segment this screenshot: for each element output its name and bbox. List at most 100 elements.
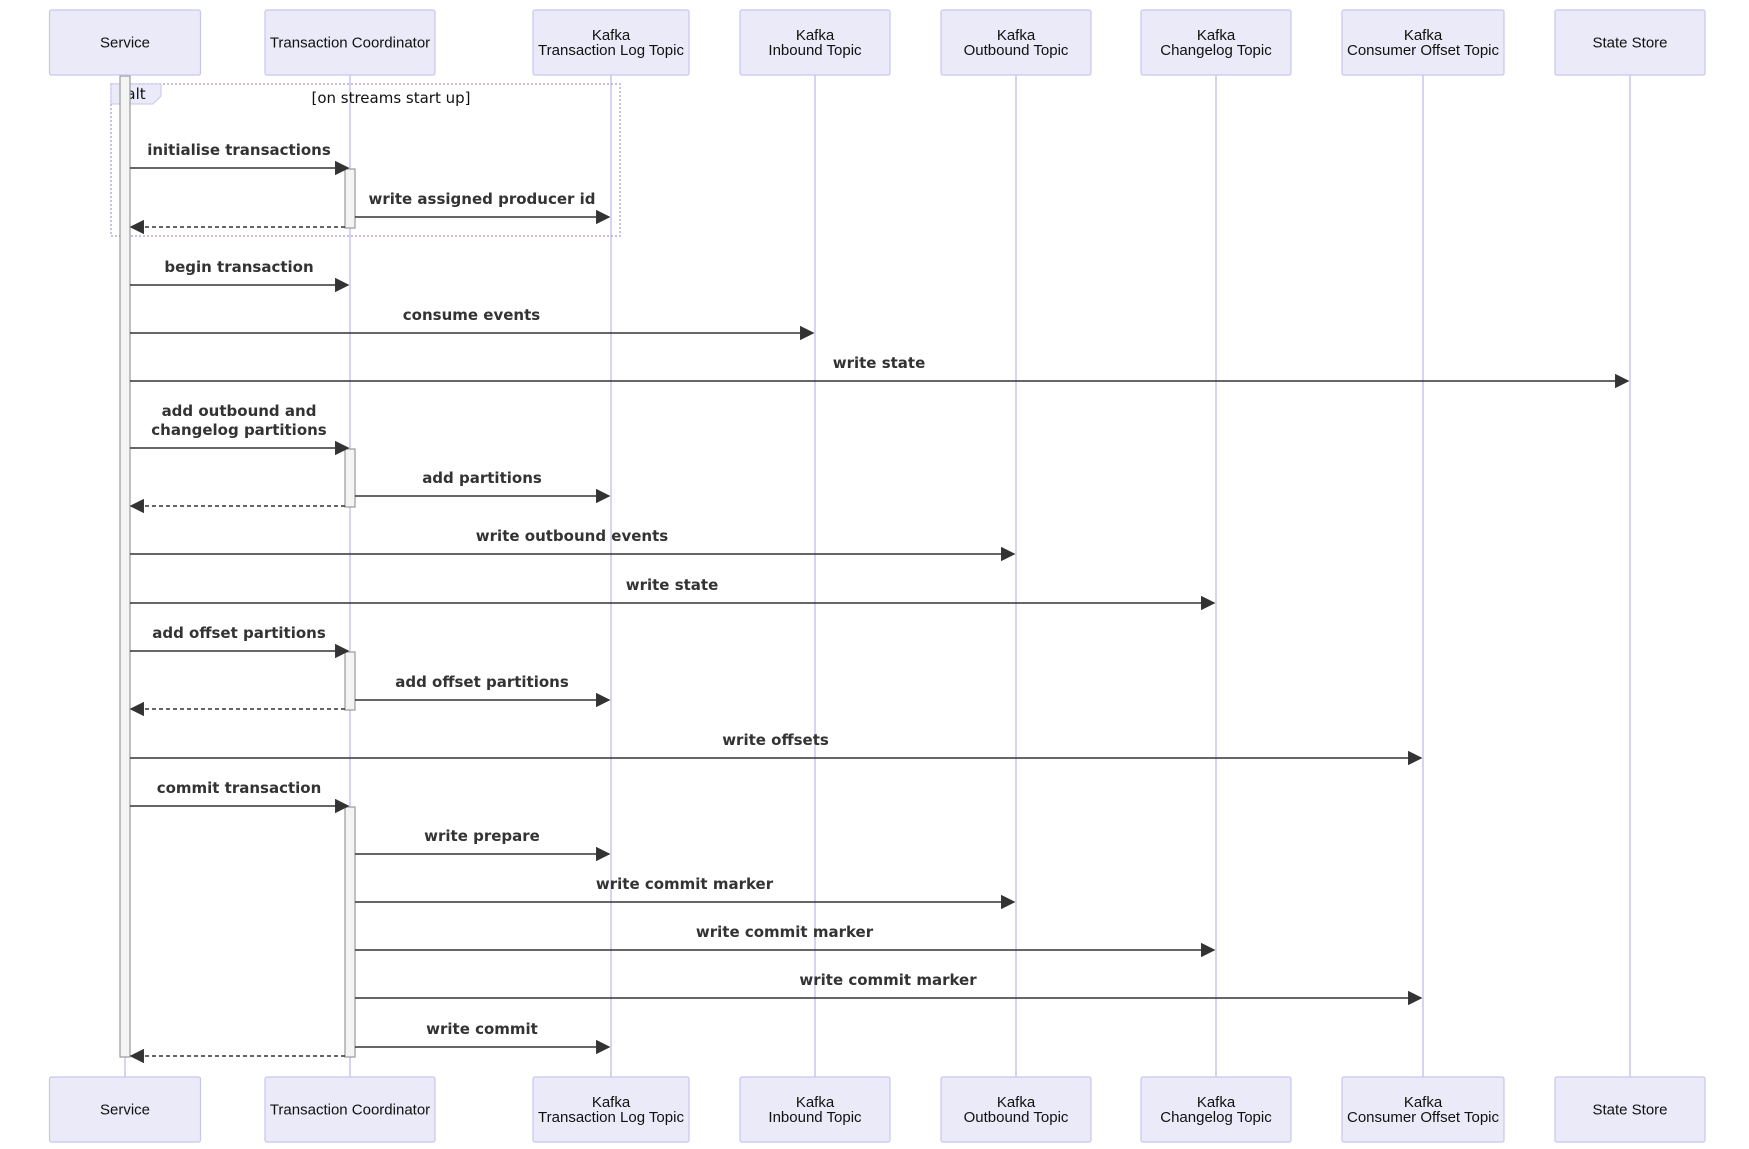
message-label: write state xyxy=(626,576,719,594)
message-label: add partitions xyxy=(422,469,542,487)
message-17: write commit marker xyxy=(355,875,1016,910)
activation-bar-coordinator xyxy=(344,448,356,508)
participant-label: Transaction Coordinator xyxy=(270,35,430,52)
participant-label: Consumer Offset Topic xyxy=(1347,42,1500,59)
message-3: begin transaction xyxy=(130,258,350,293)
participant-state-top: State Store xyxy=(1554,9,1706,76)
message-7: add partitions xyxy=(355,469,611,504)
participant-label: Inbound Topic xyxy=(768,42,862,59)
participant-label: State Store xyxy=(1592,1102,1667,1119)
message-20: write commit xyxy=(355,1020,611,1055)
participant-box xyxy=(264,1076,436,1143)
participant-state-bottom: State Store xyxy=(1554,1076,1706,1143)
message-4: consume events xyxy=(130,306,815,341)
participant-label: Service xyxy=(100,1102,150,1119)
participant-box xyxy=(532,1076,690,1143)
participant-box xyxy=(739,9,891,76)
message-label: initialise transactions xyxy=(147,141,331,159)
participant-box xyxy=(1341,1076,1505,1143)
participant-service-top: Service xyxy=(48,9,202,76)
participant-label: Kafka xyxy=(1404,1094,1443,1111)
participant-label: Kafka xyxy=(796,27,835,44)
message-label: write commit marker xyxy=(696,923,874,941)
activation-bar-service xyxy=(119,75,131,1058)
message-label: add offset partitions xyxy=(152,624,326,642)
message-label: write commit marker xyxy=(799,971,977,989)
participant-box xyxy=(1554,1076,1706,1143)
participant-box xyxy=(1341,9,1505,76)
participant-label: Transaction Coordinator xyxy=(270,1102,430,1119)
message-18: write commit marker xyxy=(355,923,1216,958)
participant-label: Service xyxy=(100,35,150,52)
activation-bar-coordinator xyxy=(344,806,356,1058)
messages: initialise transactions write assigned pr… xyxy=(129,141,1630,1064)
alt-condition-label: [on streams start up] xyxy=(311,89,470,107)
alt-operator-label: alt xyxy=(126,85,145,103)
participant-box xyxy=(48,9,202,76)
participant-box xyxy=(532,9,690,76)
participant-label: Kafka xyxy=(796,1094,835,1111)
participant-box xyxy=(1140,9,1292,76)
participant-box xyxy=(1554,9,1706,76)
activation-bars xyxy=(119,75,356,1058)
participant-label: Transaction Log Topic xyxy=(538,1109,684,1126)
message-label: write prepare xyxy=(424,827,540,845)
message-19: write commit marker xyxy=(355,971,1423,1006)
message-label: write offsets xyxy=(722,731,829,749)
message-12: add offset partitions xyxy=(355,673,611,708)
message-label: write commit marker xyxy=(596,875,774,893)
participant-service-bottom: Service xyxy=(48,1076,202,1143)
participant-label: Kafka xyxy=(592,27,631,44)
message-label: add offset partitions xyxy=(395,673,569,691)
participant-coordinator-bottom: Transaction Coordinator xyxy=(264,1076,436,1143)
message-11: add offset partitions xyxy=(130,624,350,659)
participant-coordinator-top: Transaction Coordinator xyxy=(264,9,436,76)
participant-box xyxy=(264,9,436,76)
message-label: write assigned producer id xyxy=(368,190,595,208)
alt-fragment-border xyxy=(110,83,621,237)
participant-label: Changelog Topic xyxy=(1160,1109,1272,1126)
participant-box xyxy=(940,9,1092,76)
participant-label: Kafka xyxy=(1197,1094,1236,1111)
participant-label: Kafka xyxy=(997,27,1036,44)
lifelines xyxy=(124,75,1631,1077)
activation-bar-coordinator xyxy=(344,168,356,229)
alt-fragment: alt [on streams start up] xyxy=(110,83,621,237)
participant-box xyxy=(1140,1076,1292,1143)
message-label: consume events xyxy=(403,306,540,324)
message-label: begin transaction xyxy=(164,258,313,276)
activation-bar-coordinator xyxy=(344,651,356,711)
message-label: write commit xyxy=(426,1020,538,1038)
message-0: initialise transactions xyxy=(130,141,350,176)
message-label: write outbound events xyxy=(476,527,668,545)
message-label: changelog partitions xyxy=(151,421,327,439)
message-9: write outbound events xyxy=(130,527,1016,562)
participant-box xyxy=(940,1076,1092,1143)
participant-label: Inbound Topic xyxy=(768,1109,862,1126)
participant-label: Outbound Topic xyxy=(964,42,1069,59)
participant-box xyxy=(739,1076,891,1143)
message-label: commit transaction xyxy=(157,779,322,797)
participant-label: Consumer Offset Topic xyxy=(1347,1109,1500,1126)
message-label: write state xyxy=(833,354,926,372)
message-15: commit transaction xyxy=(130,779,350,814)
message-16: write prepare xyxy=(355,827,611,862)
message-1: write assigned producer id xyxy=(355,190,611,225)
message-10: write state xyxy=(130,576,1216,611)
participant-label: State Store xyxy=(1592,35,1667,52)
participant-box xyxy=(48,1076,202,1143)
message-5: write state xyxy=(130,354,1630,389)
message-14: write offsets xyxy=(130,731,1423,766)
